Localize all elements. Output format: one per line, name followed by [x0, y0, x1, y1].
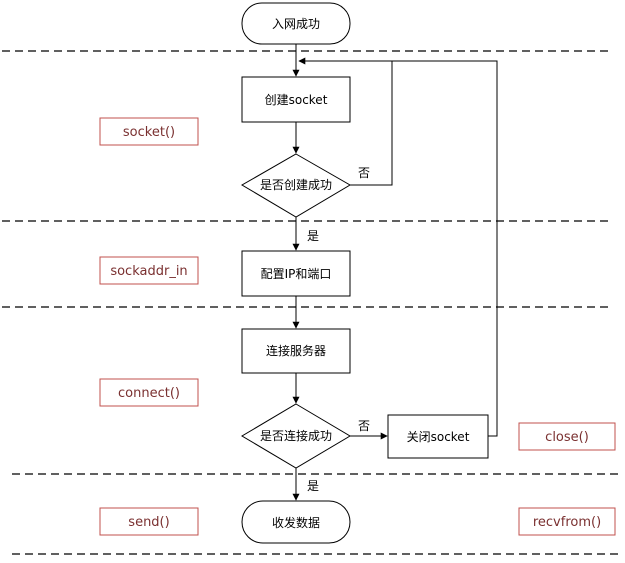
send-recv-label: 收发数据	[272, 515, 320, 530]
check-create-label: 是否创建成功	[260, 178, 332, 192]
api-socket-text: socket()	[123, 125, 175, 140]
close-socket-label: 关闭socket	[407, 430, 470, 444]
api-label-sockaddr: sockaddr_in	[99, 256, 199, 285]
config-process: 配置IP和端口	[241, 250, 351, 297]
start-label: 入网成功	[272, 17, 320, 31]
api-sockaddr-text: sockaddr_in	[110, 264, 187, 279]
api-label-socket: socket()	[99, 117, 199, 146]
connect-ok-label: 是	[307, 479, 319, 493]
edge-close-loop	[392, 60, 498, 437]
api-label-close: close()	[518, 422, 616, 451]
connectors	[292, 44, 498, 501]
create-socket-process: 创建socket	[241, 76, 351, 123]
connect-fail-label: 否	[358, 419, 370, 433]
check-connect-label: 是否连接成功	[260, 428, 332, 443]
api-connect-text: connect()	[118, 386, 180, 401]
edge-create-fail-loop	[298, 57, 393, 186]
api-send-text: send()	[128, 515, 169, 530]
connect-server-label: 连接服务器	[266, 343, 326, 358]
api-label-connect: connect()	[99, 378, 199, 407]
create-ok-label: 是	[307, 229, 319, 243]
start-terminal: 入网成功	[241, 2, 351, 45]
check-create-decision: 是否创建成功	[241, 153, 351, 218]
api-recvfrom-text: recvfrom()	[533, 515, 601, 530]
config-label: 配置IP和端口	[261, 267, 332, 281]
send-recv-terminal: 收发数据	[241, 500, 351, 544]
create-socket-label: 创建socket	[265, 93, 328, 107]
separator-lines	[2, 50, 618, 555]
connect-server-process: 连接服务器	[241, 328, 351, 374]
api-label-recvfrom: recvfrom()	[518, 507, 616, 536]
check-connect-decision: 是否连接成功	[241, 403, 351, 469]
api-label-send: send()	[99, 507, 199, 536]
close-socket-process: 关闭socket	[387, 414, 489, 459]
create-fail-label: 否	[358, 166, 370, 180]
api-close-text: close()	[545, 430, 589, 445]
